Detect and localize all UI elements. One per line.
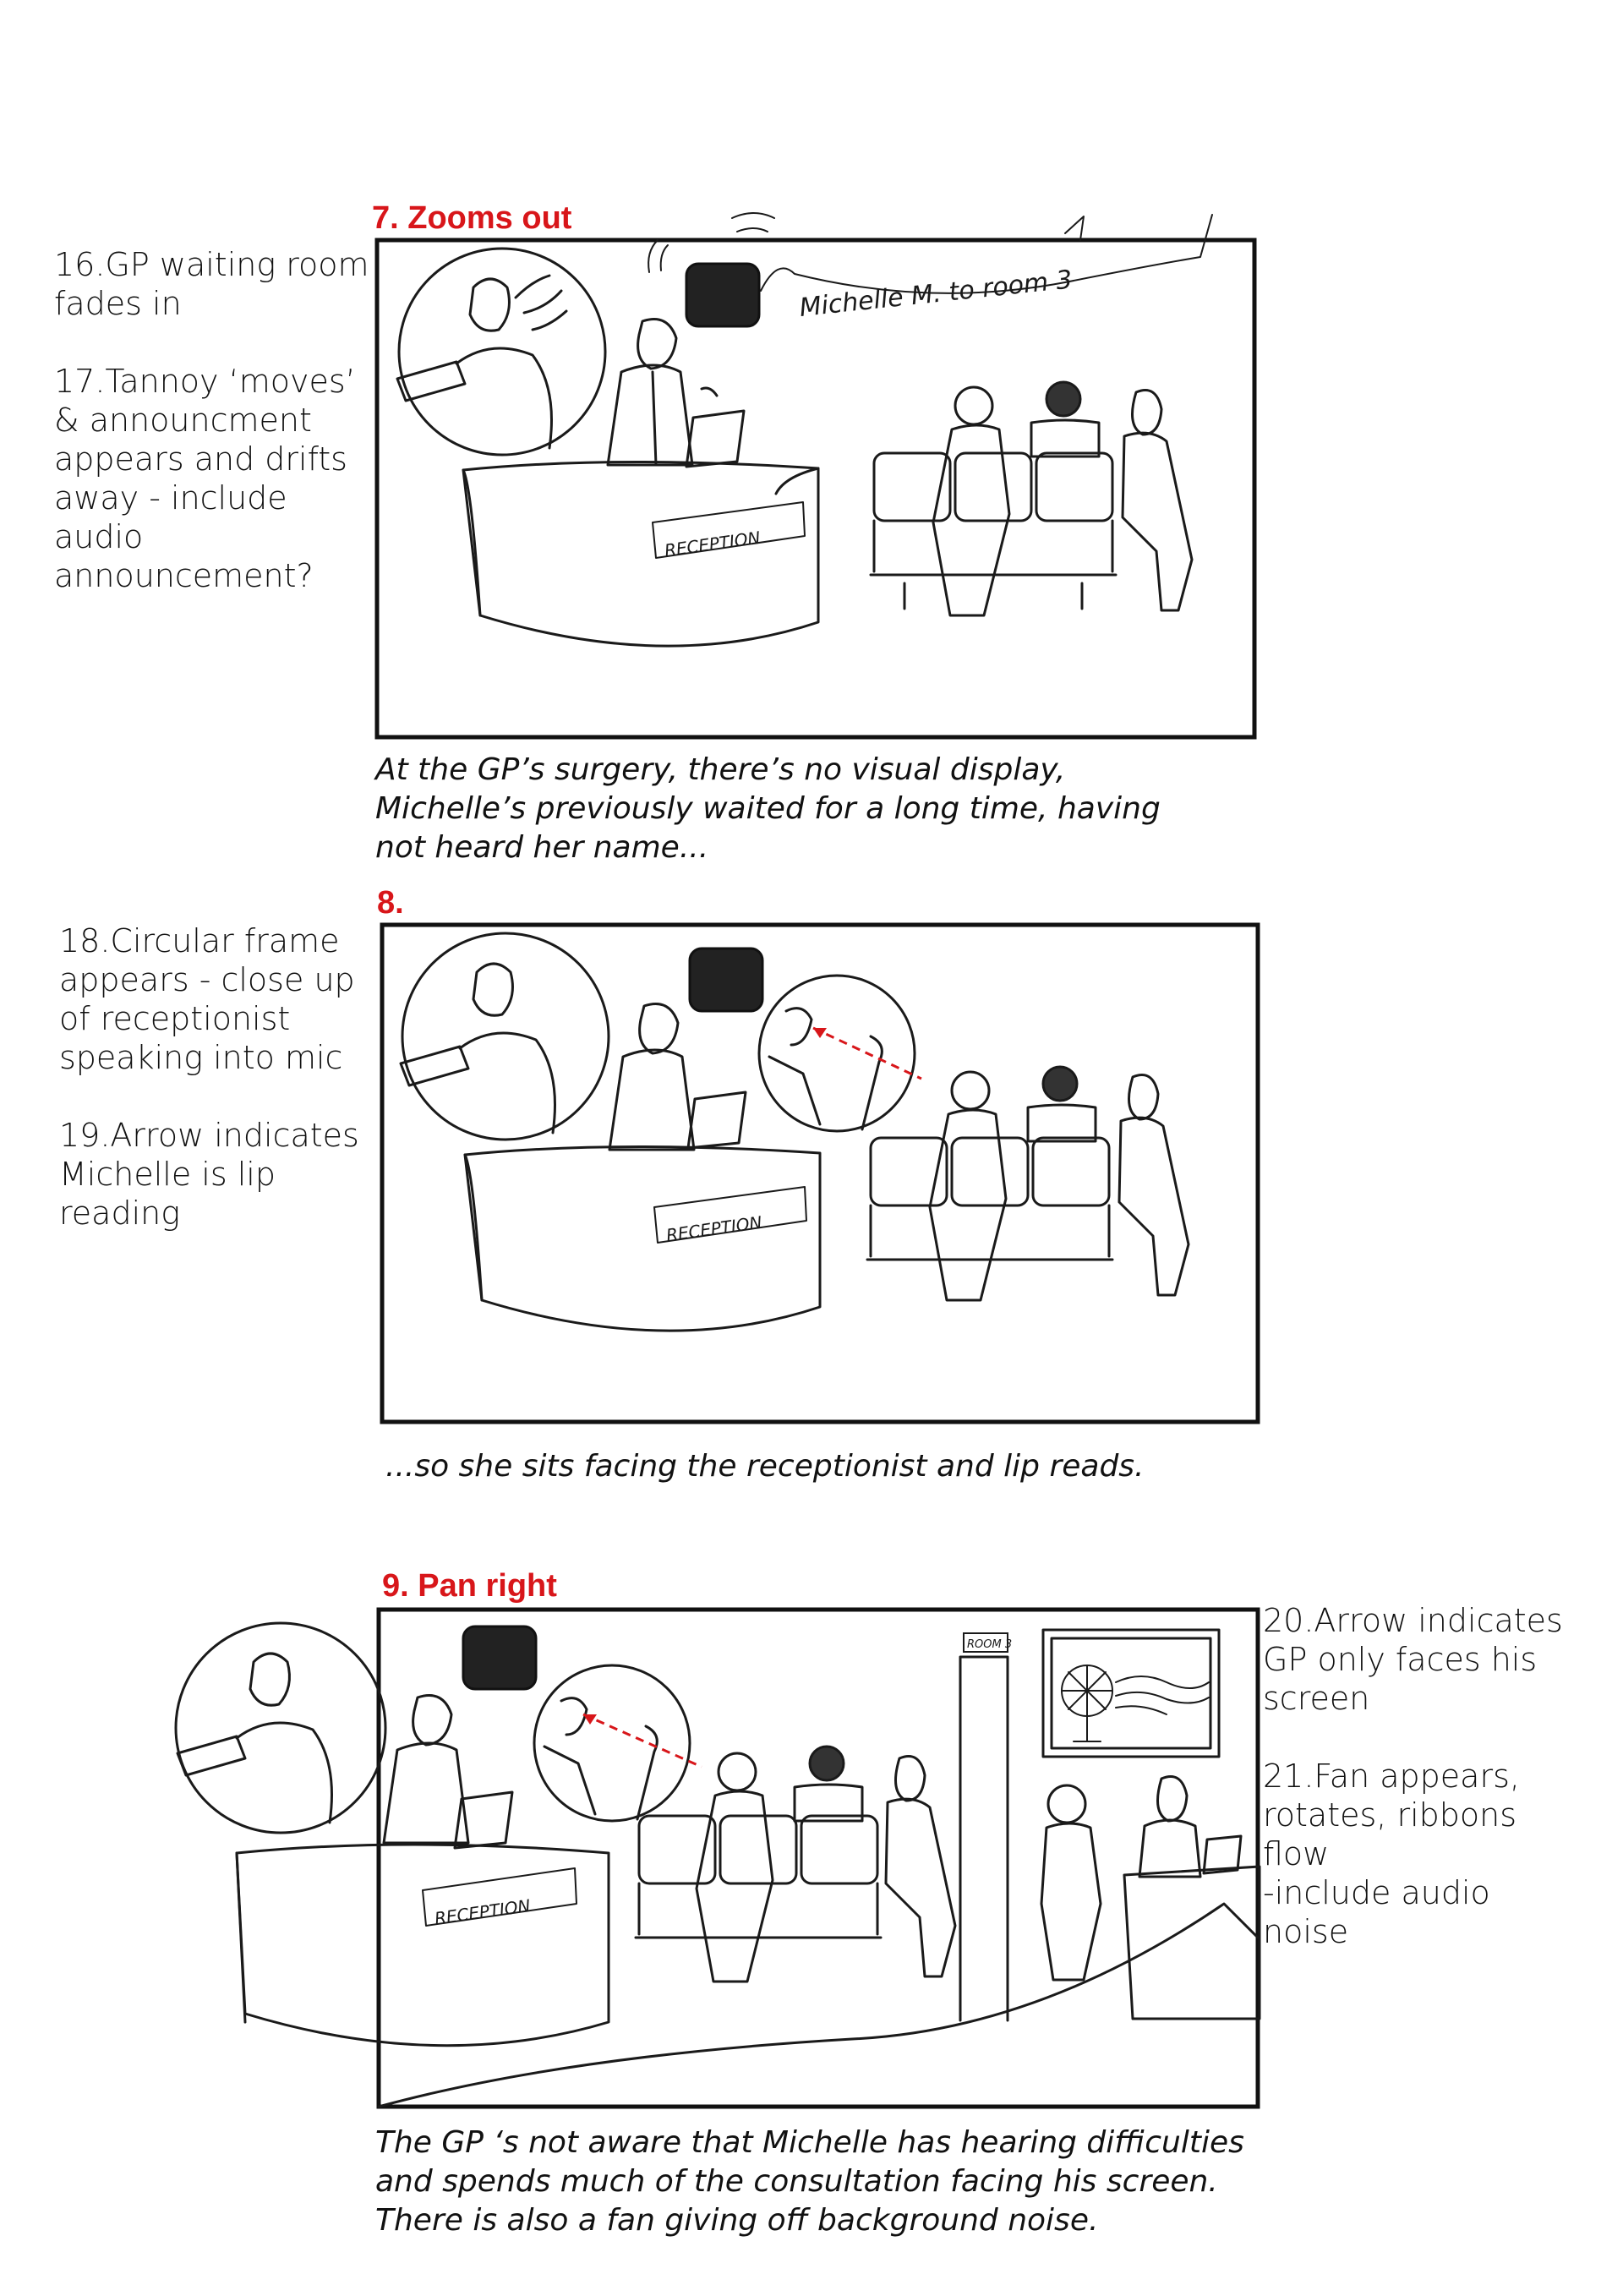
panel-8-heading: 8.	[377, 885, 404, 921]
patient-woman-figure	[1121, 389, 1194, 612]
desk-sign	[652, 501, 806, 559]
caption-line: Michelle’s previously waited for a long …	[375, 791, 1161, 826]
reception-desk	[235, 1843, 610, 2047]
announcement-ribbon	[760, 214, 1213, 294]
patient-in-room-figure	[1040, 1784, 1102, 1982]
patient-woman-figure	[884, 1755, 957, 1978]
caption-line: The GP ‘s not aware that Michelle has he…	[375, 2125, 1244, 2160]
lip-reading-arrow	[582, 1713, 702, 1768]
note-16-line: 16.GP waiting room	[54, 246, 369, 283]
panel-9-notes: 20.Arrow indicates GP only faces his scr…	[1263, 1601, 1584, 1951]
receptionist-figure	[382, 1694, 470, 1845]
note-20-line: screen	[1263, 1680, 1370, 1717]
panel-9-frame	[376, 1607, 1260, 2109]
panel-7-heading: 7. Zooms out	[372, 200, 572, 236]
caption-line: At the GP’s surgery, there’s no visual d…	[375, 752, 1066, 787]
reception-desk	[462, 460, 820, 648]
desk-sign	[653, 1186, 807, 1244]
window-frame	[1041, 1628, 1221, 1758]
closeup-circle	[533, 1664, 691, 1823]
panel-8-notes: 18.Circular frame appears - close up of …	[59, 921, 380, 1233]
closeup-circle	[757, 974, 916, 1133]
caption-line: not heard her name...	[375, 830, 709, 865]
michelle-figure	[695, 1752, 774, 1983]
note-17-line: & announcment	[54, 402, 312, 439]
tannoy-speaker-icon	[648, 212, 775, 328]
gp-laptop-icon	[1202, 1834, 1243, 1875]
panel-7-notes: 16.GP waiting room fades in 17.Tannoy ‘m…	[54, 245, 375, 595]
panel-9-caption: The GP ‘s not aware that Michelle has he…	[375, 2124, 1305, 2240]
panel-7-frame	[374, 238, 1257, 740]
patient-woman-figure	[1118, 1074, 1190, 1297]
tannoy-speaker-icon	[462, 1625, 538, 1691]
waiting-chairs	[634, 1814, 883, 1939]
receptionist-figure	[606, 318, 694, 467]
note-17-line: 17.Tannoy ‘moves’	[54, 363, 356, 400]
flashback-circle	[396, 247, 607, 456]
note-17-line: audio	[54, 518, 144, 555]
lip-reading-arrowhead	[813, 1028, 827, 1038]
note-19-line: 19.Arrow indicates	[59, 1117, 359, 1154]
fan-icon	[1061, 1665, 1210, 1742]
desk-sign	[422, 1867, 577, 1927]
gp-figure	[1138, 1775, 1202, 1878]
lip-reading-arrowhead	[583, 1714, 597, 1725]
caption-line: ...so she sits facing the receptionist a…	[385, 1449, 1145, 1484]
patient-man-figure	[1030, 380, 1101, 458]
lip-reading-arrow	[812, 1026, 922, 1080]
note-20-line: GP only faces his	[1263, 1641, 1538, 1678]
note-21-line: noise	[1263, 1913, 1349, 1950]
note-20-line: 20.Arrow indicates	[1263, 1602, 1563, 1639]
note-19-line: Michelle is lip	[59, 1156, 276, 1193]
gp-desk	[1123, 1865, 1261, 2020]
patient-man-figure	[1026, 1065, 1097, 1143]
receptionist-figure	[608, 1003, 696, 1151]
note-16-line: fades in	[54, 285, 182, 322]
panel-8-frame	[380, 922, 1260, 1424]
flashback-circle	[399, 932, 610, 1141]
note-18-line: speaking into mic	[59, 1039, 343, 1076]
panel-7-drawing: RECEPTION Michelle M. to room 3	[374, 212, 1257, 740]
laptop-icon	[686, 1091, 747, 1150]
panel-9-overhang-line	[377, 1902, 1260, 2108]
laptop-icon	[685, 386, 746, 468]
note-18-line: of receptionist	[59, 1000, 291, 1037]
note-18-line: appears - close up	[59, 961, 355, 998]
reception-desk	[463, 1145, 822, 1332]
tannoy-speaker-icon	[688, 947, 764, 1013]
michelle-figure	[928, 1070, 1008, 1302]
note-21-line: rotates, ribbons	[1263, 1796, 1517, 1834]
note-17-line: away - include	[54, 479, 287, 517]
note-19-line: reading	[59, 1194, 181, 1232]
flashback-circle	[174, 1621, 387, 1834]
door-sign-label: ROOM 3	[967, 1638, 1012, 1651]
michelle-figure	[932, 385, 1011, 617]
note-21-line: -include audio	[1263, 1874, 1490, 1911]
patient-man-figure	[793, 1745, 864, 1823]
note-17-line: appears and drifts	[54, 440, 347, 478]
note-18-line: 18.Circular frame	[59, 922, 340, 959]
note-17-line: announcement?	[54, 557, 314, 594]
caption-line: and spends much of the consultation faci…	[375, 2164, 1218, 2199]
waiting-chairs	[866, 1136, 1114, 1261]
note-21-line: flow	[1263, 1835, 1330, 1872]
note-21-line: 21.Fan appears,	[1263, 1758, 1520, 1795]
doorway	[959, 1655, 1009, 2022]
panel-9-heading: 9. Pan right	[382, 1568, 557, 1604]
caption-line: There is also a fan giving off backgroun…	[375, 2203, 1099, 2238]
panel-7-caption: At the GP’s surgery, there’s no visual d…	[375, 751, 1254, 867]
panel-8-caption: ...so she sits facing the receptionist a…	[385, 1447, 1265, 1486]
laptop-icon	[453, 1790, 514, 1850]
door-sign	[963, 1632, 1008, 1653]
